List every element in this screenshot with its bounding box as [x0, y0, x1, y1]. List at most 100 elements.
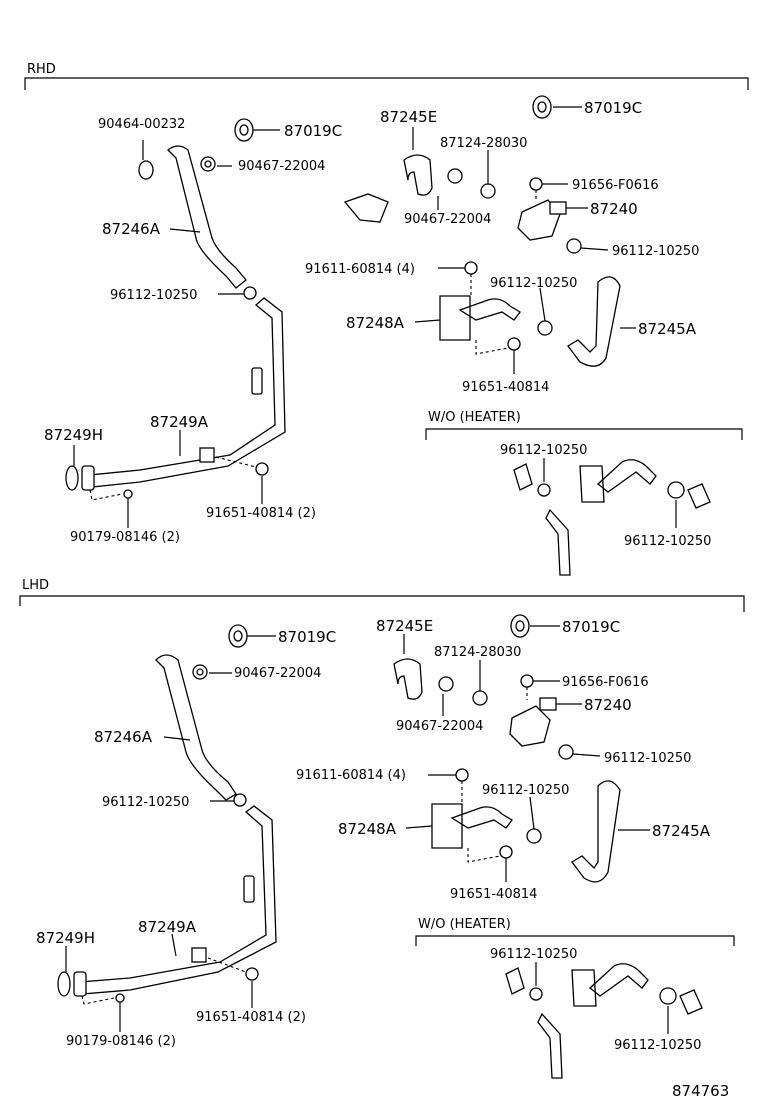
- label-87245A: 87245A: [652, 822, 711, 840]
- bracket-icon: [251, 367, 263, 395]
- label-91656: 91656-F0616: [572, 178, 659, 193]
- label-90467: 90467-22004: [234, 666, 321, 681]
- bracket-icon: [243, 875, 255, 903]
- hose-icon: [537, 1012, 563, 1079]
- flange-icon: [571, 969, 597, 1007]
- label-91656: 91656-F0616: [562, 675, 649, 690]
- label-87248A: 87248A: [338, 820, 397, 838]
- lhd-bracket: [19, 595, 745, 612]
- pipe-icon: [597, 459, 657, 493]
- flange-icon: [65, 465, 79, 491]
- lhd-wo-heater: W/O (HEATER) 96112-10250 96112-10250: [415, 917, 735, 1079]
- rhd-title: RHD: [27, 62, 56, 77]
- label-90179: 90179-08146 (2): [66, 1034, 176, 1049]
- label-87019C-right: 87019C: [562, 618, 620, 636]
- label-87248A: 87248A: [346, 314, 405, 332]
- flange-icon: [57, 971, 71, 997]
- flange-87248A-icon: [439, 295, 471, 341]
- label-87246A: 87246A: [94, 728, 153, 746]
- cap-icon: [687, 483, 711, 509]
- wo-label-96112-top: 96112-10250: [500, 443, 587, 458]
- bolt-icon: [520, 674, 534, 688]
- label-96112-right: 96112-10250: [612, 244, 699, 259]
- label-87019C: 87019C: [278, 628, 336, 646]
- pipe-icon: [589, 963, 649, 997]
- wo-label-96112-bottom: 96112-10250: [624, 534, 711, 549]
- label-96112-right: 96112-10250: [604, 751, 691, 766]
- cap-icon: [679, 989, 703, 1015]
- bolt-icon: [499, 845, 513, 859]
- label-91651-2: 91651-40814 (2): [196, 1010, 306, 1025]
- wo-label-96112-top: 96112-10250: [490, 947, 577, 962]
- clamp-icon: [659, 987, 677, 1005]
- bolt-icon: [464, 261, 478, 275]
- hose-icon: [545, 508, 571, 576]
- lhd-title: LHD: [22, 578, 49, 593]
- flange-icon: [579, 465, 605, 503]
- label-87240: 87240: [590, 200, 638, 218]
- clamp-icon: [558, 744, 574, 760]
- bolt-icon: [507, 337, 521, 351]
- hose-87245A-shape: [567, 276, 621, 367]
- wo-heater-title: W/O (HEATER): [428, 410, 521, 425]
- clamp-icon: [566, 238, 582, 254]
- hose-87245E-shape: [393, 658, 423, 700]
- clamp-icon: [537, 483, 551, 497]
- label-90464: 90464-00232: [98, 117, 185, 132]
- hose-87245A-shape: [571, 780, 621, 883]
- bolt-icon: [455, 768, 469, 782]
- label-87124: 87124-28030: [440, 136, 527, 151]
- valve-icon: [509, 705, 551, 747]
- pipe-icon: [450, 806, 513, 829]
- label-91651: 91651-40814: [450, 887, 537, 902]
- label-87245E: 87245E: [376, 617, 433, 635]
- hose-87245E-shape: [403, 154, 433, 196]
- clamp-icon: [447, 168, 463, 184]
- lhd-section: LHD 90467-22004 87019C 87246A 96112-1025…: [19, 578, 745, 1079]
- label-87249A: 87249A: [138, 918, 197, 936]
- bolt-icon: [123, 489, 133, 499]
- cap-icon: [513, 463, 533, 491]
- label-87249H: 87249H: [36, 929, 95, 947]
- label-87245A: 87245A: [638, 320, 697, 338]
- cap-icon: [505, 967, 525, 995]
- bolt-icon: [529, 177, 543, 191]
- clamp-icon: [233, 793, 247, 807]
- wo-label-96112-bottom: 96112-10250: [614, 1038, 701, 1053]
- label-96112-mid: 96112-10250: [490, 276, 577, 291]
- wo-heater-title: W/O (HEATER): [418, 917, 511, 932]
- plug-icon: [472, 690, 488, 706]
- rhd-section: RHD 90464-00: [24, 62, 749, 576]
- clamp-icon: [529, 987, 543, 1001]
- clip-icon: [138, 160, 154, 180]
- plug-icon: [480, 183, 496, 199]
- bolt-icon: [255, 462, 269, 476]
- clamp-icon: [537, 320, 553, 336]
- clamp-icon: [667, 481, 685, 499]
- label-87249A: 87249A: [150, 413, 209, 431]
- label-91651: 91651-40814: [462, 380, 549, 395]
- label-90179: 90179-08146 (2): [70, 530, 180, 545]
- flange-87248A-icon: [431, 803, 463, 849]
- label-91611: 91611-60814 (4): [296, 768, 406, 783]
- hose-87246A-shape: [155, 654, 237, 801]
- label-87019C: 87019C: [284, 122, 342, 140]
- label-96112: 96112-10250: [110, 288, 197, 303]
- bracket-icon: [199, 447, 215, 463]
- label-91651-2: 91651-40814 (2): [206, 506, 316, 521]
- label-87124: 87124-28030: [434, 645, 521, 660]
- figure-number: 874763: [672, 1082, 729, 1100]
- label-87019C-right: 87019C: [584, 99, 642, 117]
- bracket-icon: [343, 193, 389, 223]
- bolt-icon: [245, 967, 259, 981]
- label-96112: 96112-10250: [102, 795, 189, 810]
- hose-87246A-shape: [167, 145, 247, 289]
- pipe-icon: [458, 298, 521, 321]
- label-91611: 91611-60814 (4): [305, 262, 415, 277]
- bracket-icon: [191, 947, 207, 963]
- label-90467: 90467-22004: [238, 159, 325, 174]
- label-87246A: 87246A: [102, 220, 161, 238]
- clamp-icon: [243, 286, 257, 300]
